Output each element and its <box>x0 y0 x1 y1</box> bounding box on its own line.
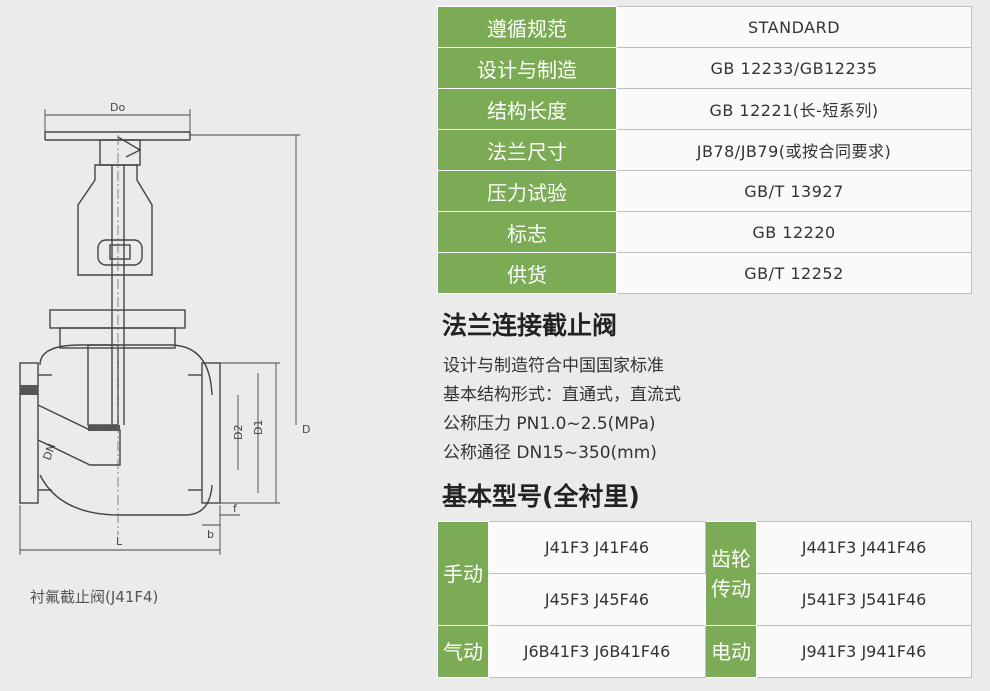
electric-group-label: 电动 <box>705 625 757 678</box>
table-row: J45F3 J45F46 J541F3 J541F46 <box>438 573 972 626</box>
gear-label-line: 传动 <box>711 576 751 601</box>
row-value: GB 12220 <box>616 211 972 253</box>
product-title: 法兰连接截止阀 <box>442 311 618 340</box>
model-cell: J6B41F3 J6B41F46 <box>488 625 706 678</box>
table-row: 手动 J41F3 J41F46 齿轮 传动 J441F3 J441F46 <box>437 521 972 626</box>
drawing-caption: 衬氟截止阀(J41F4) <box>30 588 159 606</box>
dim-b-label: b <box>207 528 214 541</box>
dim-do-label: Do <box>110 101 125 114</box>
model-cell: J541F3 J541F46 <box>756 573 972 626</box>
row-label: 遵循规范 <box>437 6 617 48</box>
gear-group-label: 齿轮 传动 <box>705 521 757 626</box>
row-label: 结构长度 <box>437 88 617 130</box>
row-label: 法兰尺寸 <box>437 129 617 171</box>
row-label: 压力试验 <box>437 170 617 212</box>
row-label: 供货 <box>437 252 617 294</box>
dim-dn-label: DN <box>41 442 59 462</box>
description-line: 公称压力 PN1.0~2.5(MPa) <box>443 414 656 434</box>
dim-d2-label: D2 <box>232 425 245 440</box>
model-cell: J441F3 J441F46 <box>756 521 972 574</box>
row-value: GB/T 13927 <box>616 170 972 212</box>
dim-f-label: f <box>233 502 238 515</box>
models-title: 基本型号(全衬里) <box>442 482 640 511</box>
description-line: 设计与制造符合中国国家标准 <box>443 356 664 376</box>
pneumatic-group-label: 气动 <box>437 625 489 678</box>
row-value: GB 12233/GB12235 <box>616 47 972 89</box>
manual-group-label: 手动 <box>437 521 489 626</box>
dim-l-label: L <box>116 535 123 548</box>
model-cell: J41F3 J41F46 <box>488 521 706 574</box>
model-cell: J45F3 J45F46 <box>488 573 706 626</box>
description-line: 公称通径 DN15~350(mm) <box>443 443 657 463</box>
dim-d1-label: D1 <box>252 420 265 435</box>
model-cell: J941F3 J941F46 <box>756 625 972 678</box>
row-value: JB78/JB79(或按合同要求) <box>616 129 972 171</box>
description-line: 基本结构形式：直通式，直流式 <box>443 385 681 405</box>
models-table: 手动 J41F3 J41F46 齿轮 传动 J441F3 J441F46 J45… <box>437 521 972 678</box>
row-label: 设计与制造 <box>437 47 617 89</box>
dim-d-label: D <box>302 423 310 436</box>
gear-label-line: 齿轮 <box>711 546 751 571</box>
table-row: 气动 J6B41F3 J6B41F46 电动 J941F3 J941F46 <box>437 625 972 678</box>
row-value: GB/T 12252 <box>616 252 972 294</box>
row-value: STANDARD <box>616 6 972 48</box>
product-description: 设计与制造符合中国国家标准 基本结构形式：直通式，直流式 公称压力 PN1.0~… <box>443 352 681 468</box>
row-label: 标志 <box>437 211 617 253</box>
row-value: GB 12221(长-短系列) <box>616 88 972 130</box>
valve-drawing: Do D D1 D2 DN L b f <box>19 101 310 555</box>
